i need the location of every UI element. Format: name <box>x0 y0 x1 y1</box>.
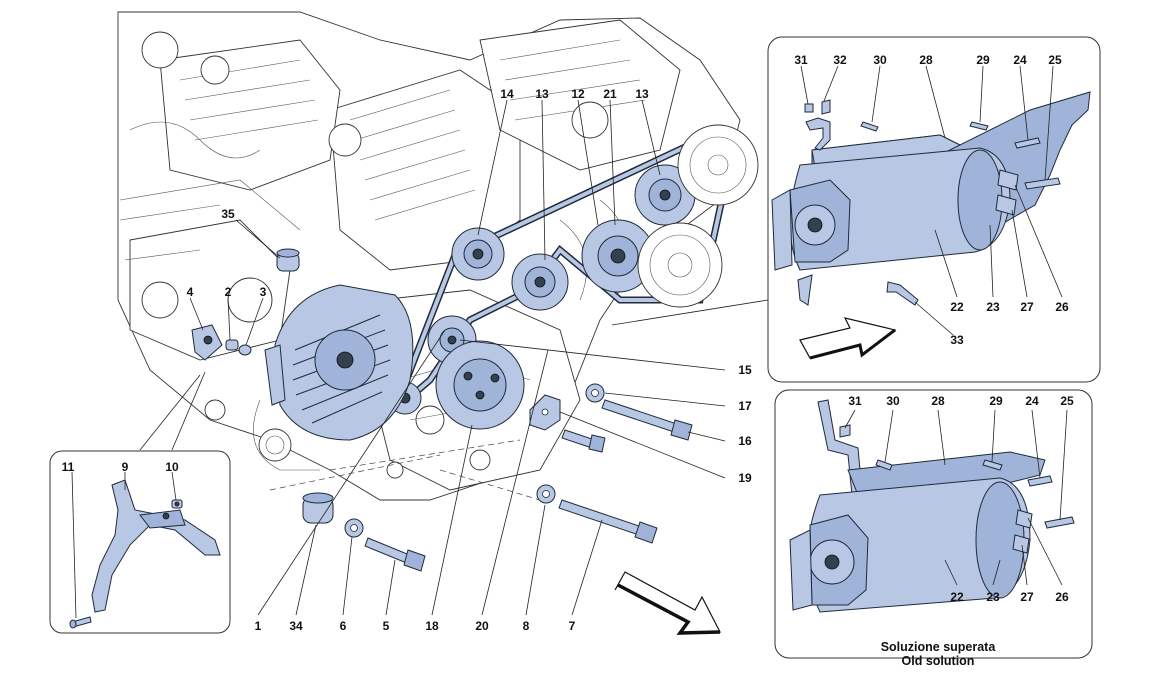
pulleys <box>388 124 759 430</box>
label-14: 14 <box>500 87 514 101</box>
label-35: 35 <box>221 207 235 221</box>
label-2: 2 <box>225 285 232 299</box>
label-1: 1 <box>255 619 262 633</box>
inset-starter-new: 31 32 30 28 29 24 25 22 23 27 26 33 <box>767 36 1101 383</box>
inset-bracket-detail: 11 9 10 <box>49 450 231 634</box>
inset-bottom-label-25: 25 <box>1060 394 1074 408</box>
inset-top-label-26: 26 <box>1055 300 1069 314</box>
label-13b: 13 <box>635 87 649 101</box>
arrow-icon <box>799 317 897 360</box>
inset-top-label-25: 25 <box>1048 53 1062 67</box>
old-solution-caption-en: Old solution <box>902 654 975 668</box>
label-7: 7 <box>569 619 576 633</box>
label-5: 5 <box>383 619 390 633</box>
pump-pulley-top <box>677 124 759 206</box>
inset-top-label-23: 23 <box>986 300 1000 314</box>
inset-top-label-22: 22 <box>950 300 964 314</box>
inset-top-label-27: 27 <box>1020 300 1034 314</box>
label-15: 15 <box>738 363 752 377</box>
bolt-7 <box>558 499 658 544</box>
label-4: 4 <box>187 285 194 299</box>
inset-left-label-9: 9 <box>122 460 129 474</box>
screw-10 <box>171 499 183 509</box>
inset-bottom-label-28: 28 <box>931 394 945 408</box>
arrow-icon <box>614 571 721 635</box>
inset-top-label-24: 24 <box>1013 53 1027 67</box>
pulley-21 <box>581 219 655 293</box>
bolt-5 <box>364 537 426 572</box>
label-17: 17 <box>738 399 752 413</box>
inset-top-label-32: 32 <box>833 53 847 67</box>
crankshaft-pulley-18 <box>435 340 525 430</box>
label-18: 18 <box>425 619 439 633</box>
inset-bottom-label-27: 27 <box>1020 590 1034 604</box>
label-34: 34 <box>289 619 303 633</box>
inset-left-label-11: 11 <box>62 460 75 474</box>
spacer-2 <box>225 339 239 351</box>
inset-starter-old: 31 30 28 29 24 25 22 23 27 26 Soluzione … <box>774 389 1093 668</box>
inset-top-label-28: 28 <box>919 53 933 67</box>
bushing-35 <box>276 248 300 272</box>
inset-bottom-label-29: 29 <box>989 394 1003 408</box>
bracket-4 <box>191 324 223 361</box>
label-3: 3 <box>260 285 267 299</box>
idler-pulley-13 <box>511 253 569 311</box>
washer-3 <box>238 344 252 356</box>
inset-top-label-33: 33 <box>950 333 964 347</box>
inset-bottom-label-24: 24 <box>1025 394 1039 408</box>
screw-11 <box>69 616 92 629</box>
flange-19 <box>529 394 561 431</box>
alternator <box>264 284 414 441</box>
washer-8 <box>536 484 556 504</box>
inset-bottom-label-26: 26 <box>1055 590 1069 604</box>
old-solution-caption-it: Soluzione superata <box>881 640 997 654</box>
label-19: 19 <box>738 471 752 485</box>
inset-bottom-label-31: 31 <box>848 394 862 408</box>
washer-17 <box>585 383 605 403</box>
bolt-19 <box>561 429 606 453</box>
label-13: 13 <box>535 87 549 101</box>
label-8: 8 <box>523 619 530 633</box>
inset-bottom-label-30: 30 <box>886 394 900 408</box>
inset-bottom-label-23: 23 <box>986 590 1000 604</box>
label-20: 20 <box>475 619 489 633</box>
main-part-labels: 14 13 12 21 13 35 4 2 3 15 17 16 19 1 34… <box>187 87 752 633</box>
label-6: 6 <box>340 619 347 633</box>
inset-top-label-31: 31 <box>794 53 808 67</box>
label-21: 21 <box>603 87 617 101</box>
leader-lines <box>139 99 769 616</box>
washer-6 <box>344 518 364 538</box>
inset-top-label-29: 29 <box>976 53 990 67</box>
inset-left-label-10: 10 <box>165 460 179 474</box>
idler-pulley-14 <box>451 227 505 281</box>
bolt-16 <box>601 399 693 441</box>
inset-bottom-label-22: 22 <box>950 590 964 604</box>
label-16: 16 <box>738 434 752 448</box>
inset-top-label-30: 30 <box>873 53 887 67</box>
ac-compressor-pulley <box>637 222 723 308</box>
label-12: 12 <box>571 87 585 101</box>
